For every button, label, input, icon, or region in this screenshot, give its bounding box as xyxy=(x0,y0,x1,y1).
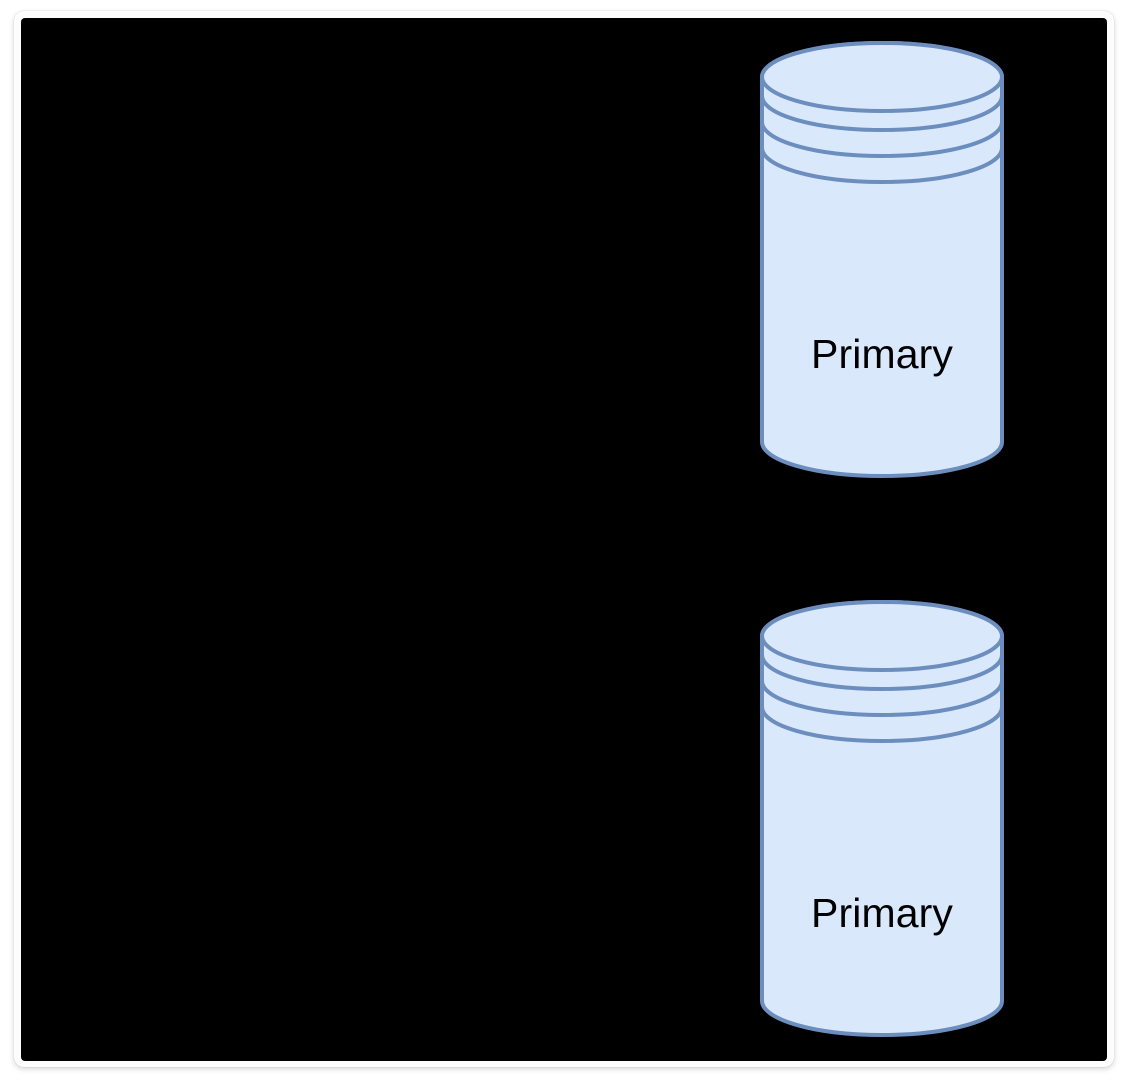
cylinder-ring-3 xyxy=(760,147,1004,184)
cylinder-shape-icon xyxy=(759,600,1005,1037)
cylinder-ring-1 xyxy=(760,654,1004,691)
cylinder-ring-2 xyxy=(760,680,1004,717)
database-node-primary-top[interactable]: Primary xyxy=(759,41,1005,478)
database-node-primary-bottom[interactable]: Primary xyxy=(759,600,1005,1037)
diagram-canvas[interactable]: Primary Primary xyxy=(21,18,1107,1061)
cylinder-shape-icon xyxy=(759,41,1005,478)
cylinder-ring-3 xyxy=(760,706,1004,743)
cylinder-ring-1 xyxy=(760,95,1004,132)
cylinder-ring-2 xyxy=(760,121,1004,158)
